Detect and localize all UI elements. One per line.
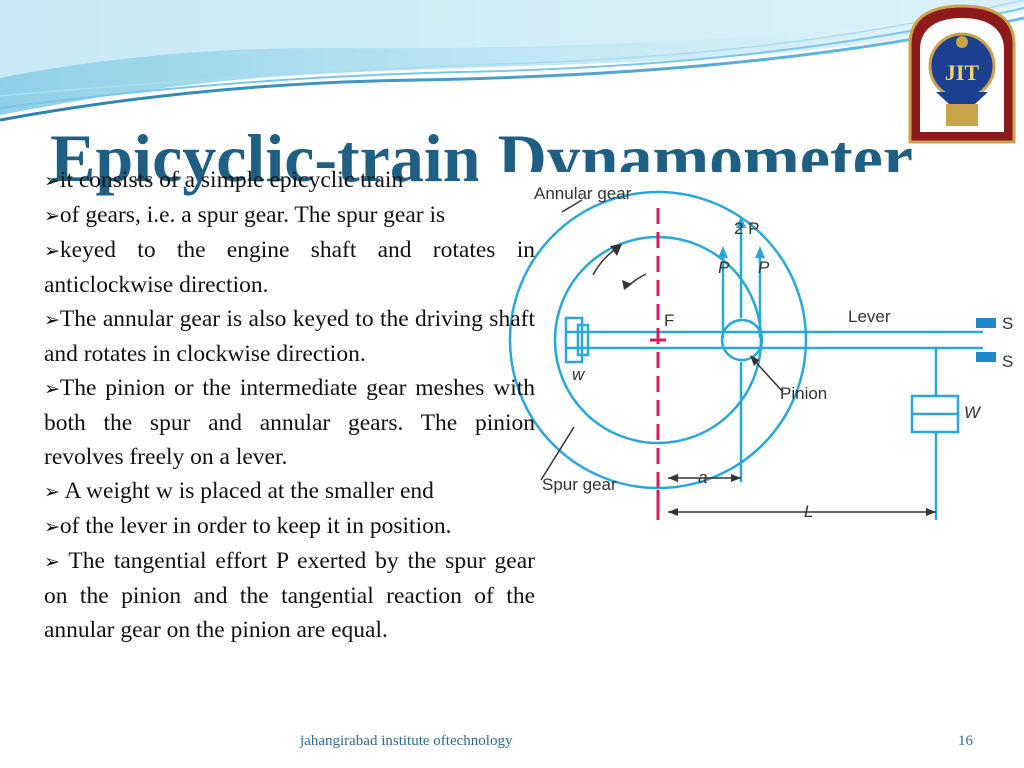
- institute-logo: JIT: [906, 4, 1018, 146]
- bullet-arrow-icon: ➢: [44, 481, 60, 503]
- paragraph-text: The tangential effort P exerted by the s…: [44, 548, 535, 643]
- label-s-bottom: S: [1002, 352, 1013, 371]
- bullet-arrow-icon: ➢: [44, 205, 60, 227]
- label-w-small: w: [572, 365, 586, 384]
- paragraph-text: of the lever in order to keep it in posi…: [59, 513, 452, 539]
- footer-institute-name: jahangirabad institute oftechnology: [300, 733, 513, 749]
- paragraph-8: ➢ The tangential effort P exerted by the…: [44, 544, 535, 647]
- label-f: F: [664, 311, 674, 330]
- bullet-arrow-icon: ➢: [44, 551, 60, 573]
- paragraph-2: ➢of gears, i.e. a spur gear. The spur ge…: [44, 198, 535, 233]
- paragraph-3: ➢keyed to the engine shaft and rotates i…: [44, 233, 535, 302]
- paragraph-text: it consists of a simple epicyclic train: [59, 167, 404, 193]
- page-number: 16: [958, 733, 973, 749]
- paragraph-text: keyed to the engine shaft and rotates in…: [44, 237, 535, 298]
- paragraph-text: A weight w is placed at the smaller end: [59, 478, 434, 504]
- stop-bottom: [976, 352, 996, 362]
- paragraph-text: The pinion or the intermediate gear mesh…: [44, 375, 535, 470]
- label-spur-gear: Spur gear: [542, 475, 617, 494]
- bullet-arrow-icon: ➢: [44, 170, 60, 192]
- paragraph-4: ➢The annular gear is also keyed to the d…: [44, 302, 535, 371]
- paragraph-1: ➢it consists of a simple epicyclic train: [44, 163, 535, 198]
- paragraph-7: ➢of the lever in order to keep it in pos…: [44, 509, 535, 544]
- label-2p: 2 P: [734, 219, 760, 238]
- bullet-arrow-icon: ➢: [44, 516, 60, 538]
- label-annular-gear: Annular gear: [534, 184, 632, 203]
- bullet-arrow-icon: ➢: [44, 240, 60, 262]
- paragraph-text: The annular gear is also keyed to the dr…: [44, 306, 535, 367]
- small-weight: [564, 316, 584, 364]
- pinion-circle: [720, 318, 764, 362]
- label-p-left: P: [718, 258, 730, 277]
- label-l: L: [804, 502, 813, 521]
- paragraph-6: ➢ A weight w is placed at the smaller en…: [44, 474, 535, 509]
- paragraph-text: of gears, i.e. a spur gear. The spur gea…: [59, 202, 446, 228]
- label-p-right: P: [758, 258, 770, 277]
- label-s-top: S: [1002, 314, 1013, 333]
- label-w-large: W: [964, 403, 982, 422]
- paragraph-5: ➢The pinion or the intermediate gear mes…: [44, 371, 535, 474]
- label-a: a: [698, 468, 707, 487]
- logo-text: JIT: [945, 60, 980, 85]
- bullet-arrow-icon: ➢: [44, 378, 60, 400]
- stop-top: [976, 318, 996, 328]
- header-wave-banner: [0, 0, 1024, 122]
- label-pinion: Pinion: [780, 384, 827, 403]
- label-lever: Lever: [848, 307, 891, 326]
- bullet-arrow-icon: ➢: [44, 309, 60, 331]
- dynamometer-diagram: Annular gear 2 P P P F Lever S S w Pinio…: [478, 172, 1024, 528]
- slide-body: ➢it consists of a simple epicyclic train…: [44, 163, 535, 647]
